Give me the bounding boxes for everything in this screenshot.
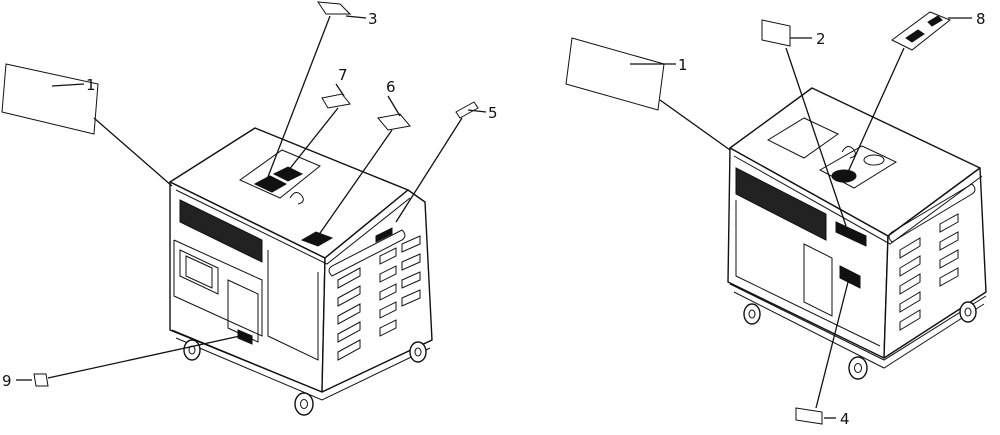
callout-4: 4 xyxy=(840,410,850,428)
callout-6: 6 xyxy=(386,78,396,96)
label-9-on-unit xyxy=(237,329,253,345)
callout-5: 5 xyxy=(488,104,498,122)
label-2 xyxy=(761,19,791,47)
label-2-on-unit xyxy=(835,221,867,247)
label-4-on-unit xyxy=(839,265,861,289)
callout-1-left: 1 xyxy=(86,76,96,94)
side-vents-right xyxy=(899,213,959,331)
wheels-right xyxy=(743,301,977,380)
label-1-left xyxy=(1,63,99,135)
front-vent-right xyxy=(735,167,827,241)
callout-7: 7 xyxy=(338,66,348,84)
generator-left xyxy=(169,127,433,416)
label-6-on-unit xyxy=(300,231,334,247)
label-3-on-unit xyxy=(253,175,288,193)
label-4 xyxy=(795,407,823,425)
label-1-right xyxy=(565,37,665,111)
callout-1-right: 1 xyxy=(678,56,688,74)
generator-right xyxy=(727,87,987,380)
callout-2: 2 xyxy=(816,30,826,48)
front-vent xyxy=(179,199,263,263)
generator-right-side xyxy=(883,167,987,359)
label-5-on-unit xyxy=(375,227,393,243)
generator-left-side xyxy=(321,189,433,393)
callout-9: 9 xyxy=(2,372,12,390)
label-6 xyxy=(377,113,411,131)
label-8 xyxy=(891,11,951,51)
callout-3: 3 xyxy=(368,10,378,28)
fuel-cap-label-8-on-unit xyxy=(831,169,857,183)
label-9 xyxy=(33,373,49,387)
wheels-left xyxy=(183,339,427,416)
callout-8: 8 xyxy=(976,10,986,28)
label-5 xyxy=(455,101,479,119)
label-7-on-unit xyxy=(272,166,304,182)
label-3 xyxy=(317,1,352,15)
label-7 xyxy=(321,93,351,109)
side-vents-left xyxy=(337,235,421,361)
